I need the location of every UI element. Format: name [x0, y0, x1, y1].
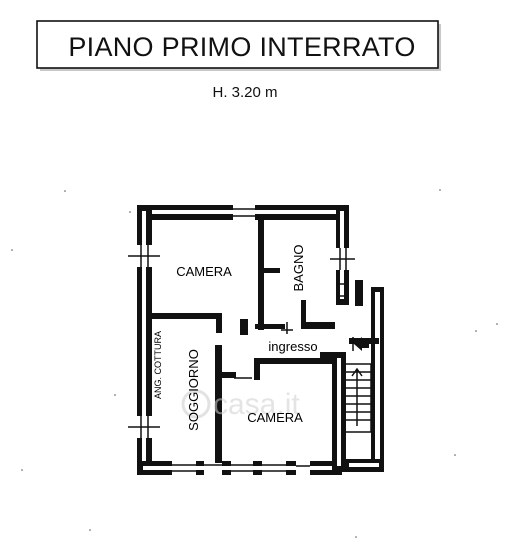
room-label-bagno: BAGNO: [291, 245, 306, 292]
title-frame: PIANO PRIMO INTERRATO: [36, 20, 441, 71]
watermark-text: casa.it: [213, 388, 300, 421]
room-label-camera-top: CAMERA: [176, 264, 232, 279]
room-label-soggiorno: SOGGIORNO: [186, 349, 201, 431]
windows: [128, 204, 355, 476]
stairs-icon: [343, 363, 372, 433]
room-label-camera-bottom: CAMERA: [247, 410, 303, 425]
room-label-ingresso: ingresso: [268, 339, 317, 354]
interior-walls: [150, 218, 335, 463]
ceiling-height: H. 3.20 m: [212, 84, 277, 101]
scan-specks: [11, 189, 498, 538]
watermark: casa.it: [181, 388, 300, 421]
room-label-angolo-cottura: ANG. COTTURA: [153, 331, 163, 399]
plan-title: PIANO PRIMO INTERRATO: [68, 32, 415, 62]
entrance-arrow-icon: [352, 337, 369, 351]
door-marks: [234, 283, 344, 379]
staircase-block: [344, 280, 384, 472]
